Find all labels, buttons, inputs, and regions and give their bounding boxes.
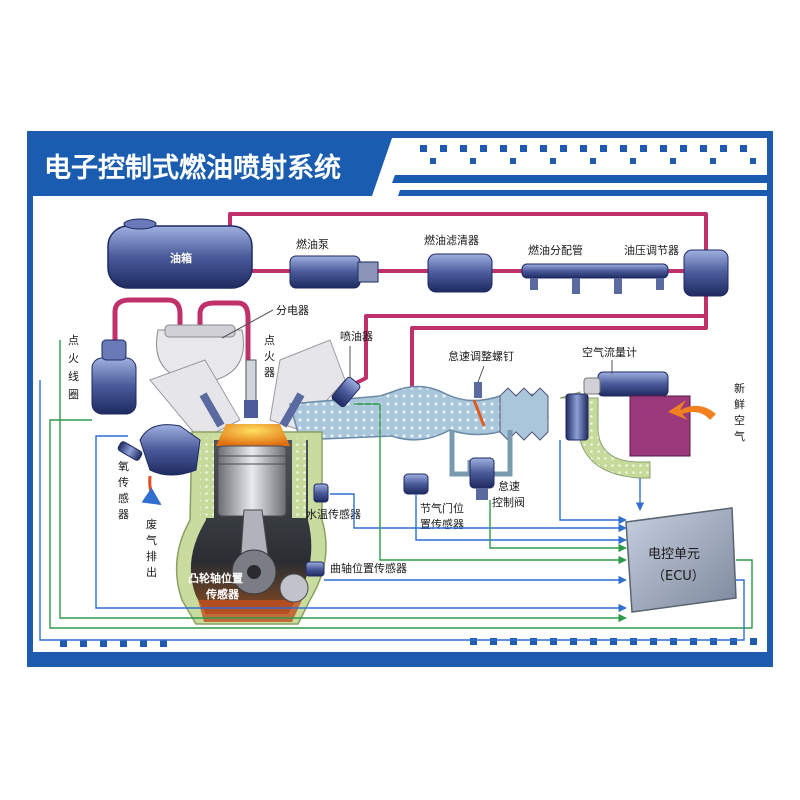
spark-plug: 点 火 器 xyxy=(244,334,275,418)
ignition-coil-char-2: 火 xyxy=(68,352,79,365)
crankshaft-sensor: 曲轴位置传感器 xyxy=(305,561,407,577)
svg-text:感: 感 xyxy=(118,492,129,505)
exhaust-label: 废 气 排 出 xyxy=(146,517,157,579)
air-flow-meter-label: 空气流量计 xyxy=(582,345,637,359)
camshaft-sensor: 凸轮轴位置 传感器 xyxy=(188,571,243,601)
svg-text:器: 器 xyxy=(118,508,129,521)
exhaust-manifold xyxy=(139,424,201,506)
coolant-sensor-label: 水温传感器 xyxy=(306,508,361,521)
svg-text:控制阀: 控制阀 xyxy=(492,495,525,509)
decor-squares-bottom xyxy=(60,638,757,647)
fuel-rail-label: 燃油分配管 xyxy=(528,243,583,257)
ignition-coil-char-1: 点 xyxy=(68,334,79,347)
engine-block xyxy=(175,424,327,625)
valves xyxy=(199,392,305,428)
svg-text:排: 排 xyxy=(146,549,157,563)
svg-text:出: 出 xyxy=(146,565,157,579)
fuel-tank-label: 油箱 xyxy=(170,251,192,265)
fuel-tank: 油箱 xyxy=(107,218,253,289)
idle-screw-label: 怠速调整螺钉 xyxy=(448,349,514,363)
air-flow-meter: 空气流量计 xyxy=(559,345,691,479)
svg-text:空: 空 xyxy=(734,413,745,427)
fuel-filter-label: 燃油滤清器 xyxy=(424,233,479,247)
signal-wires xyxy=(39,340,753,641)
svg-text:火: 火 xyxy=(264,350,275,363)
ecu: 电控单元 （ECU） xyxy=(625,507,737,613)
idle-valve-label: 怠速 控制阀 xyxy=(492,479,525,509)
fuel-rail: 燃油分配管 xyxy=(521,243,669,294)
injector-label: 喷油器 xyxy=(340,329,373,343)
ignition-coil: 点 火 线 圈 xyxy=(68,334,137,415)
pressure-regulator-label: 油压调节器 xyxy=(624,243,679,257)
fuel-pump: 燃油泵 xyxy=(289,237,379,289)
svg-text:鲜: 鲜 xyxy=(734,397,745,411)
distributor-label: 分电器 xyxy=(276,304,309,317)
decor-squares-top xyxy=(420,145,756,164)
svg-text:（ECU）: （ECU） xyxy=(652,569,705,584)
svg-text:新: 新 xyxy=(734,381,745,395)
idle-screw: 怠速调整螺钉 xyxy=(448,349,514,398)
ignition-coil-char-4: 圈 xyxy=(68,388,79,401)
frame xyxy=(27,131,773,667)
svg-text:器: 器 xyxy=(264,366,275,379)
fuel-pump-label: 燃油泵 xyxy=(296,237,329,251)
svg-text:凸轮轴位置: 凸轮轴位置 xyxy=(188,571,243,585)
svg-text:废: 废 xyxy=(146,517,157,531)
svg-text:怠速: 怠速 xyxy=(498,479,520,493)
pressure-regulator: 油压调节器 xyxy=(624,243,729,297)
svg-text:点: 点 xyxy=(264,334,275,347)
idle-bypass xyxy=(449,430,513,500)
svg-text:传感器: 传感器 xyxy=(205,587,240,601)
svg-text:节气门位: 节气门位 xyxy=(420,501,464,515)
svg-text:置传感器: 置传感器 xyxy=(420,518,464,531)
svg-text:传: 传 xyxy=(118,476,129,489)
page-title: 电子控制式燃油喷射系统 xyxy=(44,152,341,184)
svg-text:气: 气 xyxy=(146,533,157,547)
ignition-leads xyxy=(112,297,251,363)
distributor: 分电器 xyxy=(156,304,309,381)
intake-manifold xyxy=(289,385,549,441)
oxygen-sensor: 氧 传 感 器 xyxy=(117,441,143,521)
coolant-sensor: 水温传感器 xyxy=(306,483,361,521)
fresh-air-arrow: 新 鲜 空 气 xyxy=(668,381,745,443)
injector: 喷油器 xyxy=(331,329,373,408)
svg-text:氧: 氧 xyxy=(118,459,129,473)
svg-text:气: 气 xyxy=(734,429,745,443)
crankshaft-sensor-label: 曲轴位置传感器 xyxy=(330,561,407,575)
fuel-lines xyxy=(228,212,708,390)
fuel-filter: 燃油滤清器 xyxy=(424,233,493,293)
svg-text:电控单元: 电控单元 xyxy=(648,547,700,562)
throttle-sensor: 节气门位 置传感器 xyxy=(403,473,464,531)
title-banner: 电子控制式燃油喷射系统 xyxy=(33,138,767,196)
ignition-coil-char-3: 线 xyxy=(68,369,79,383)
